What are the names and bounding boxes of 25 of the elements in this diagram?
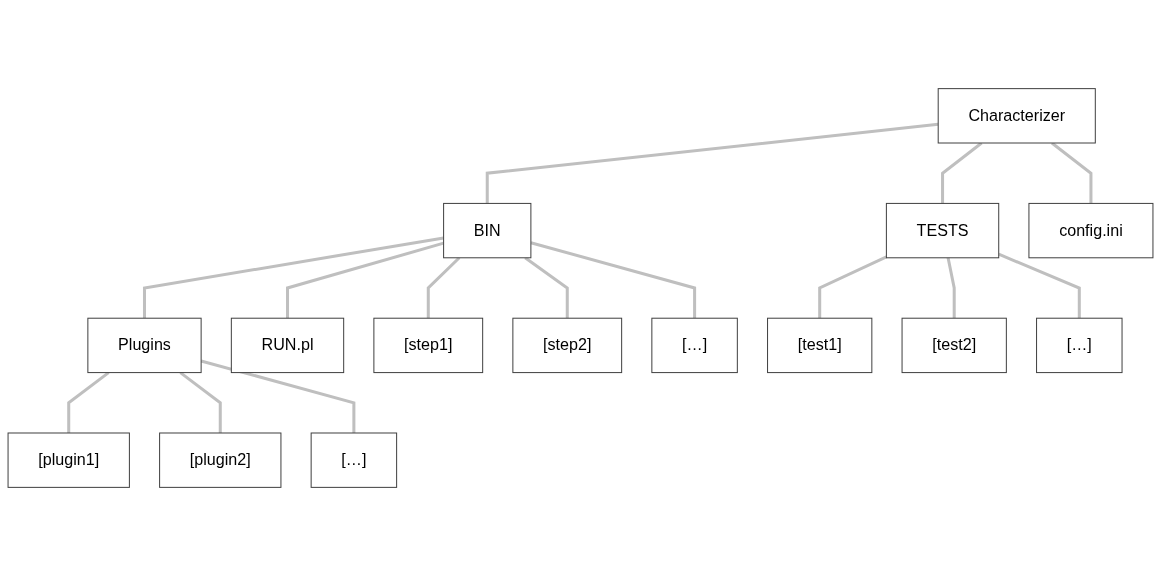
connector (530, 241, 697, 319)
node-box: […] (1036, 317, 1123, 374)
connector (818, 255, 888, 319)
node-box: [step2] (512, 317, 623, 374)
node-box: [step1] (373, 317, 484, 374)
node-box: Plugins (87, 317, 202, 374)
node-box: config.ini (1028, 202, 1154, 259)
connector (998, 252, 1081, 319)
node-box: [test1] (767, 317, 873, 374)
connector (524, 256, 569, 319)
connector (67, 371, 110, 433)
node-box: RUN.pl (230, 317, 345, 374)
connector (485, 122, 939, 204)
node-box: [test2] (901, 317, 1007, 374)
connector (426, 256, 461, 319)
connector (946, 257, 956, 319)
connector (179, 371, 222, 433)
node-box: Characterizer (937, 88, 1096, 144)
node-box: […] (310, 432, 398, 488)
connector (143, 236, 444, 319)
node-box: [plugin2] (159, 432, 282, 488)
node-box: [plugin1] (7, 432, 130, 488)
node-box: TESTS (885, 202, 1000, 259)
node-box: BIN (443, 202, 532, 259)
node-box: […] (651, 317, 738, 374)
